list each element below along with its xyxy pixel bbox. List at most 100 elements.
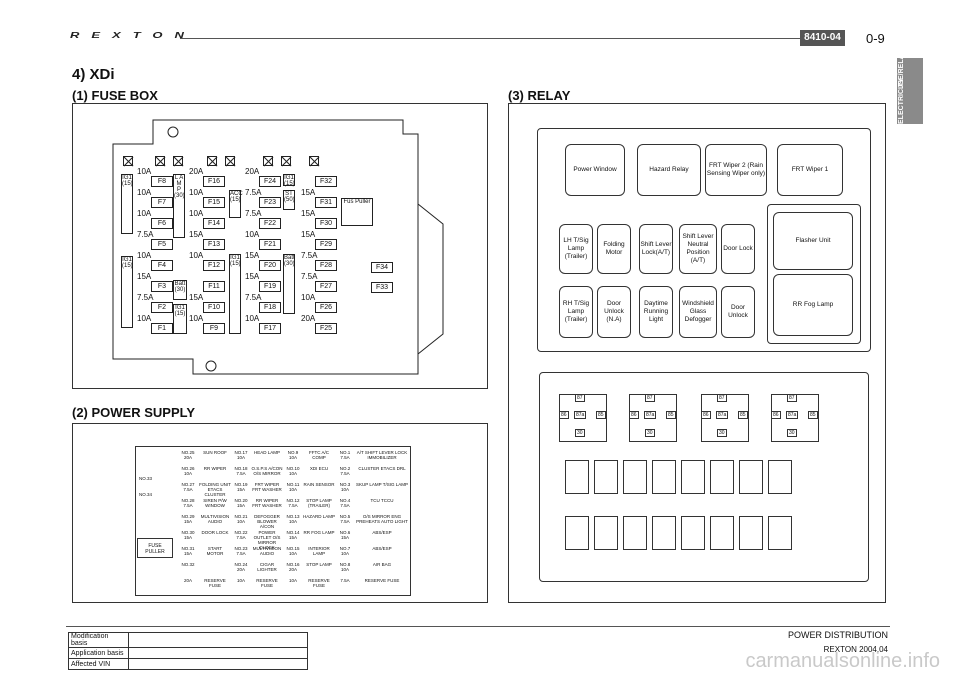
fuse-f9: F9 xyxy=(203,323,225,334)
ps-cell: NO.12 7.5A xyxy=(286,498,300,508)
fuse-f31: F31 xyxy=(315,197,337,208)
relay-frt-wiper-2: FRT Wiper 2 (Rain Sensing Wiper only) xyxy=(705,144,767,196)
ps-cell: NO.16 20A xyxy=(286,562,300,572)
fuse-f29: F29 xyxy=(315,239,337,250)
fuse-group-batt-right: Batt (30) xyxy=(283,254,295,314)
fuse-f2: F2 xyxy=(151,302,173,313)
fuse-f14: F14 xyxy=(203,218,225,229)
relay-pin-label: 86 xyxy=(701,411,711,419)
fuse-f4: F4 xyxy=(151,260,173,271)
ps-cell: FFTC A/C COMP xyxy=(309,450,329,460)
relay-pin-label: 87 xyxy=(787,394,797,402)
ps-left-34: NO.34 xyxy=(139,492,153,497)
ps-cell: NO.3 10A xyxy=(339,482,351,492)
ps-cell: NO.11 10A xyxy=(286,482,300,492)
fuse-group-ig1-right: IG1 (15) xyxy=(229,254,241,334)
relay-pin-label: 87a xyxy=(716,411,729,419)
fuse-f28: F28 xyxy=(315,260,337,271)
relay-shift-lever-lock: Shift Lever Lock(A/T) xyxy=(639,224,673,274)
ps-cell: NO.7 10A xyxy=(339,546,351,556)
ps-cell: NO.4 7.5A xyxy=(339,498,351,508)
ps-cell: 20A xyxy=(183,578,192,583)
ps-cell: A/T SHIFT LEVER LOCK IMMOBILIZER xyxy=(356,450,408,460)
relay-pin-label: 86 xyxy=(629,411,639,419)
ps-cell: O.S.P.S A/CON O/S MIRROR xyxy=(251,466,283,476)
ps-cell: RR WIPER xyxy=(203,466,227,471)
fuse-amp-f8: 10A xyxy=(137,167,152,176)
connector-x-icon xyxy=(207,156,217,166)
ps-cell: MULTIVISION AUDIO xyxy=(200,514,230,524)
relay-pin-label: 30 xyxy=(787,429,797,437)
tab-electricity[interactable]: ELECTRICITY xyxy=(897,78,923,124)
fuse-amp-f2: 7.5A xyxy=(137,293,154,302)
relay-upper-frame xyxy=(537,128,871,352)
fuse-box-outline xyxy=(112,119,444,375)
ps-cell: NO.17 10A xyxy=(234,450,248,460)
relay-socket-small xyxy=(768,516,792,550)
relay-lh-tsig: LH T/Sig Lamp (Trailer) xyxy=(559,224,593,274)
fuse-f1: F1 xyxy=(151,323,173,334)
fuse-f32: F32 xyxy=(315,176,337,187)
ps-cell: RR WIPER FRT WASHER xyxy=(252,498,282,508)
fuse-f20: F20 xyxy=(259,260,281,271)
fuse-f23: F23 xyxy=(259,197,281,208)
relay-flasher-unit: Flasher Unit xyxy=(773,212,853,270)
fuse-f17: F17 xyxy=(259,323,281,334)
section-badge: 8410-04 xyxy=(800,30,845,46)
relay-socket-small xyxy=(739,460,763,494)
ps-cell: FOLDING UNIT ETACS CLUSTER xyxy=(199,482,231,497)
ps-cell: NO.6 15A xyxy=(339,530,351,540)
relay-socket-small xyxy=(710,516,734,550)
fuse-puller-label: FUSE PULLER xyxy=(137,538,173,558)
ps-cell: STOP LAMP xyxy=(306,562,332,567)
connector-x-icon xyxy=(173,156,183,166)
connector-x-icon xyxy=(225,156,235,166)
ps-cell: STOP LAMP (TRAILER) xyxy=(306,498,332,508)
relay-rh-tsig: RH T/Sig Lamp (Trailer) xyxy=(559,286,593,338)
fuse-f3: F3 xyxy=(151,281,173,292)
fuse-amp-f15: 10A xyxy=(189,188,204,197)
fuse-f12: F12 xyxy=(203,260,225,271)
ps-cell: NO.31 15A xyxy=(181,546,195,556)
fuse-amp-f30: 15A xyxy=(301,209,316,218)
revision-table: Modification basis Application basis Aff… xyxy=(68,632,308,670)
fuse-f27: F27 xyxy=(315,281,337,292)
ps-cell: RESERVE FUSE xyxy=(204,578,226,588)
fuse-amp-f31: 15A xyxy=(301,188,316,197)
ps-cell: NO.23 7.5A xyxy=(234,546,248,556)
relay-panel: Power Window Hazard Relay FRT Wiper 2 (R… xyxy=(508,103,886,603)
relay-frt-wiper-1: FRT Wiper 1 xyxy=(777,144,843,196)
ps-left-33: NO.33 xyxy=(139,476,153,481)
fuse-amp-f4: 10A xyxy=(137,251,152,260)
fuse-group-lamp: L A M P (30) xyxy=(173,174,185,238)
fuse-amp-f22: 7.5A xyxy=(245,209,262,218)
fuse-box-title: (1) FUSE BOX xyxy=(72,88,158,103)
ps-cell: INTERIOR LAMP xyxy=(308,546,330,556)
fuse-group-ig1-mid: IG1 (15) xyxy=(173,304,187,334)
ps-cell: 10A xyxy=(288,578,297,583)
relay-shift-lever-neutral: Shift Lever Neutral Position (A/T) xyxy=(679,224,717,274)
relay-pin-label: 85 xyxy=(596,411,606,419)
relay-windshield-defogger: Windshield Glass Defogger xyxy=(679,286,717,338)
connector-x-icon xyxy=(263,156,273,166)
ps-cell: 7.5A xyxy=(340,578,350,583)
ps-cell: AIR BAG xyxy=(372,562,392,567)
relay-socket-small xyxy=(768,460,792,494)
relay-power-window: Power Window xyxy=(565,144,625,196)
rexton-logo: REXTON xyxy=(70,31,196,40)
ps-cell: NO.18 7.5A xyxy=(234,466,248,476)
ps-cell: DEFOGGER BLOWER A/CON xyxy=(254,514,280,529)
relay-door-lock: Door Lock xyxy=(721,224,755,274)
fuse-group-fuse-puller: Fus Puller xyxy=(341,198,373,226)
ps-cell: RESERVE FUSE xyxy=(308,578,330,588)
fuse-f19: F19 xyxy=(259,281,281,292)
ps-cell: NO.24 20A xyxy=(234,562,248,572)
fuse-f24: F24 xyxy=(259,176,281,187)
ps-cell: NO.22 7.5A xyxy=(234,530,248,540)
fuse-amp-f5: 7.5A xyxy=(137,230,154,239)
relay-pin-label: 85 xyxy=(666,411,676,419)
fuse-amp-f21: 10A xyxy=(245,230,260,239)
fuse-amp-f10: 15A xyxy=(189,293,204,302)
